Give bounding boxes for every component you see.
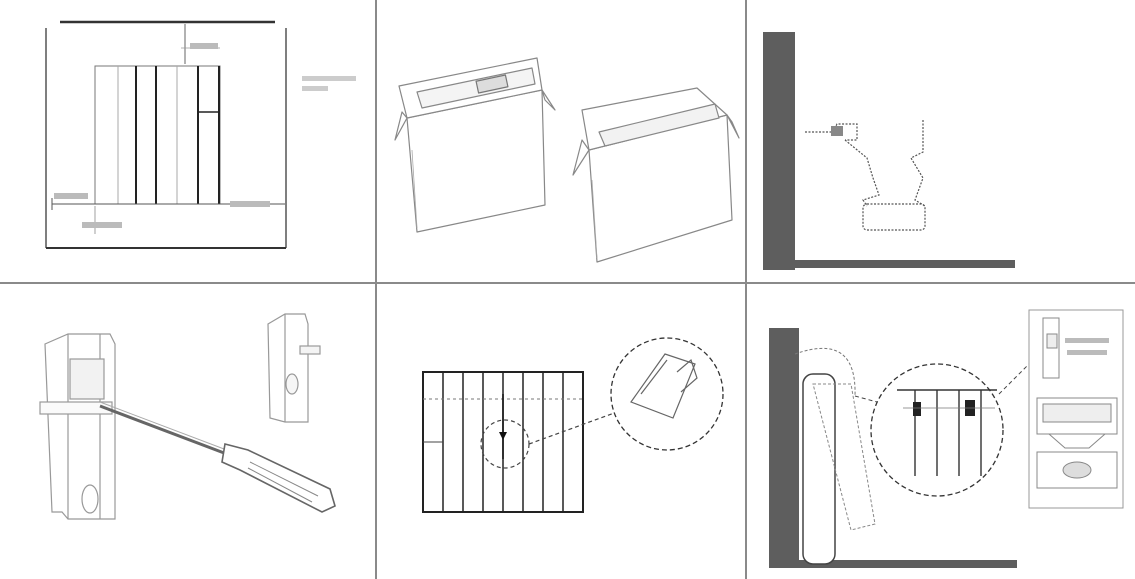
step-panel-hang-radiator: [747, 284, 1135, 579]
step-panel-unpack: [377, 0, 745, 282]
center-mark-diagram: [422, 337, 724, 513]
clearance-diagram: [45, 20, 356, 249]
step-panel-clearance: [0, 0, 375, 282]
wall-bracket-diagram: [763, 32, 1015, 270]
panel-divider-vertical-2: [745, 0, 747, 579]
step-panel-center-mark: [377, 284, 745, 579]
panel-divider-horizontal: [0, 282, 1135, 284]
step-panel-screw-bracket: [0, 284, 375, 579]
unpack-box-diagram: [394, 57, 740, 263]
hang-radiator-diagram: [769, 309, 1124, 568]
screw-bracket-diagram: [39, 313, 336, 520]
step-panel-wall-bracket: [747, 0, 1135, 282]
panel-divider-vertical-1: [375, 0, 377, 579]
